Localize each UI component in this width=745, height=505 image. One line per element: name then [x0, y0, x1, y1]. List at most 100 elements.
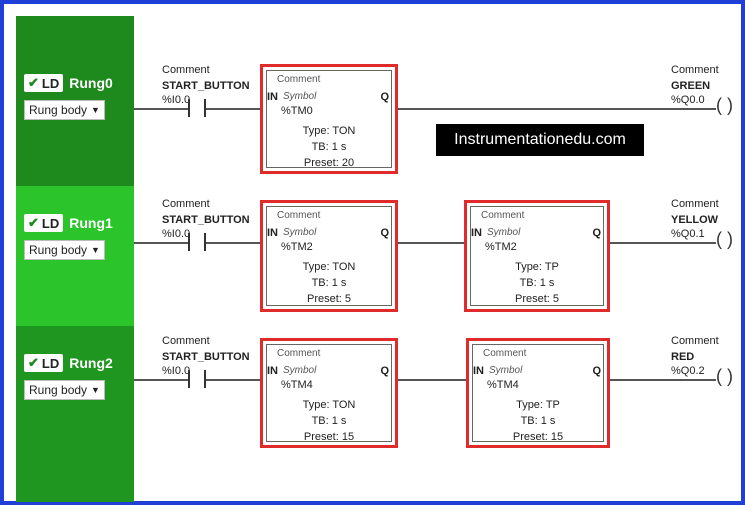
timer-block[interactable]: Comment IN Symbol Q %TM4 Type: TP TB: 1 … [466, 338, 610, 448]
caret-down-icon: ▼ [91, 105, 100, 115]
timer-q-label: Q [592, 227, 601, 239]
timer-symbol: Symbol [489, 365, 523, 376]
timer-tb: TB: 1 s [520, 415, 556, 427]
timer-inner-box [266, 344, 392, 442]
ld-label: LD [41, 215, 60, 231]
timer-name: %TM0 [281, 105, 313, 117]
rung-wire [398, 379, 468, 381]
rung-body-label: Rung body [29, 103, 88, 117]
coil-symbol: RED [671, 351, 695, 363]
ld-badge[interactable]: ✔LD [24, 74, 64, 92]
contact-symbol: START_BUTTON [162, 214, 250, 226]
coil-address: %Q0.1 [671, 228, 705, 240]
rung-name: Rung0 [69, 75, 113, 91]
rung-body-dropdown[interactable]: Rung body▼ [24, 100, 105, 120]
timer-tb: TB: 1 s [519, 277, 555, 289]
rung-wire [134, 379, 188, 381]
caret-down-icon: ▼ [91, 385, 100, 395]
contact-no-icon[interactable] [188, 233, 206, 251]
timer-type: Type: TP [516, 399, 560, 411]
contact-comment: Comment [162, 64, 210, 76]
timer-name: %TM4 [487, 379, 519, 391]
rung-name: Rung1 [69, 215, 113, 231]
timer-preset: Preset: 5 [514, 293, 560, 305]
contact-no-icon[interactable] [188, 370, 206, 388]
rung1-sidebar: ✔LD Rung1 Rung body▼ [16, 186, 134, 326]
rung-wire [134, 108, 188, 110]
rung-wire [206, 242, 262, 244]
timer-preset: Preset: 20 [303, 157, 355, 169]
timer-preset: Preset: 15 [512, 431, 564, 443]
rung-wire [610, 242, 716, 244]
timer-name: %TM4 [281, 379, 313, 391]
ld-badge[interactable]: ✔LD [24, 354, 64, 372]
timer-symbol: Symbol [283, 365, 317, 376]
check-icon: ✔ [28, 355, 39, 370]
contact-address: %I0.0 [162, 365, 191, 377]
timer-in-label: IN [267, 365, 278, 377]
rung-wire [134, 242, 188, 244]
timer-symbol: Symbol [487, 227, 521, 238]
rung-body-label: Rung body [29, 243, 88, 257]
timer-symbol: Symbol [283, 227, 317, 238]
rung-wire [398, 242, 466, 244]
timer-name: %TM2 [281, 241, 313, 253]
rung-body-dropdown[interactable]: Rung body▼ [24, 380, 105, 400]
timer-q-label: Q [592, 365, 601, 377]
rung-name: Rung2 [69, 355, 113, 371]
rung-body-label: Rung body [29, 383, 88, 397]
timer-q-label: Q [380, 365, 389, 377]
timer-type: Type: TON [302, 399, 356, 411]
timer-block[interactable]: Comment IN Symbol Q %TM0 Type: TON TB: 1… [260, 64, 398, 174]
rung-body-dropdown[interactable]: Rung body▼ [24, 240, 105, 260]
coil-icon[interactable]: ( ) [716, 366, 733, 386]
timer-block[interactable]: Comment IN Symbol Q %TM2 Type: TP TB: 1 … [464, 200, 610, 312]
watermark-banner: Instrumentationedu.com [436, 124, 644, 156]
rung1-header: ✔LD Rung1 [24, 214, 113, 232]
timer-type: Type: TON [302, 261, 356, 273]
check-icon: ✔ [28, 75, 39, 90]
timer-inner-box [470, 206, 604, 306]
timer-block[interactable]: Comment IN Symbol Q %TM4 Type: TON TB: 1… [260, 338, 398, 448]
rung-wire [610, 379, 716, 381]
timer-tb: TB: 1 s [311, 415, 347, 427]
coil-comment: Comment [671, 335, 719, 347]
timer-tb: TB: 1 s [311, 141, 347, 153]
timer-q-label: Q [380, 227, 389, 239]
timer-in-label: IN [471, 227, 482, 239]
caret-down-icon: ▼ [91, 245, 100, 255]
check-icon: ✔ [28, 215, 39, 230]
rung-wire [206, 379, 262, 381]
coil-comment: Comment [671, 64, 719, 76]
timer-preset: Preset: 5 [306, 293, 352, 305]
timer-in-label: IN [267, 227, 278, 239]
timer-preset: Preset: 15 [303, 431, 355, 443]
contact-comment: Comment [162, 335, 210, 347]
timer-symbol: Symbol [283, 91, 317, 102]
rung0-header: ✔LD Rung0 [24, 74, 113, 92]
timer-inner-box [472, 344, 604, 442]
contact-no-icon[interactable] [188, 99, 206, 117]
rung2-header: ✔LD Rung2 [24, 354, 113, 372]
ld-label: LD [41, 355, 60, 371]
ld-label: LD [41, 75, 60, 91]
coil-comment: Comment [671, 198, 719, 210]
timer-type: Type: TP [515, 261, 559, 273]
coil-icon[interactable]: ( ) [716, 95, 733, 115]
coil-address: %Q0.2 [671, 365, 705, 377]
rung2-sidebar: ✔LD Rung2 Rung body▼ [16, 326, 134, 502]
rung0-sidebar: ✔LD Rung0 Rung body▼ [16, 16, 134, 186]
timer-comment: Comment [481, 210, 525, 221]
coil-icon[interactable]: ( ) [716, 229, 733, 249]
ld-badge[interactable]: ✔LD [24, 214, 64, 232]
timer-comment: Comment [277, 74, 321, 85]
contact-symbol: START_BUTTON [162, 80, 250, 92]
timer-comment: Comment [277, 210, 321, 221]
timer-comment: Comment [277, 348, 321, 359]
timer-type: Type: TON [302, 125, 356, 137]
rung-wire [398, 108, 716, 110]
timer-block[interactable]: Comment IN Symbol Q %TM2 Type: TON TB: 1… [260, 200, 398, 312]
contact-comment: Comment [162, 198, 210, 210]
contact-symbol: START_BUTTON [162, 351, 250, 363]
